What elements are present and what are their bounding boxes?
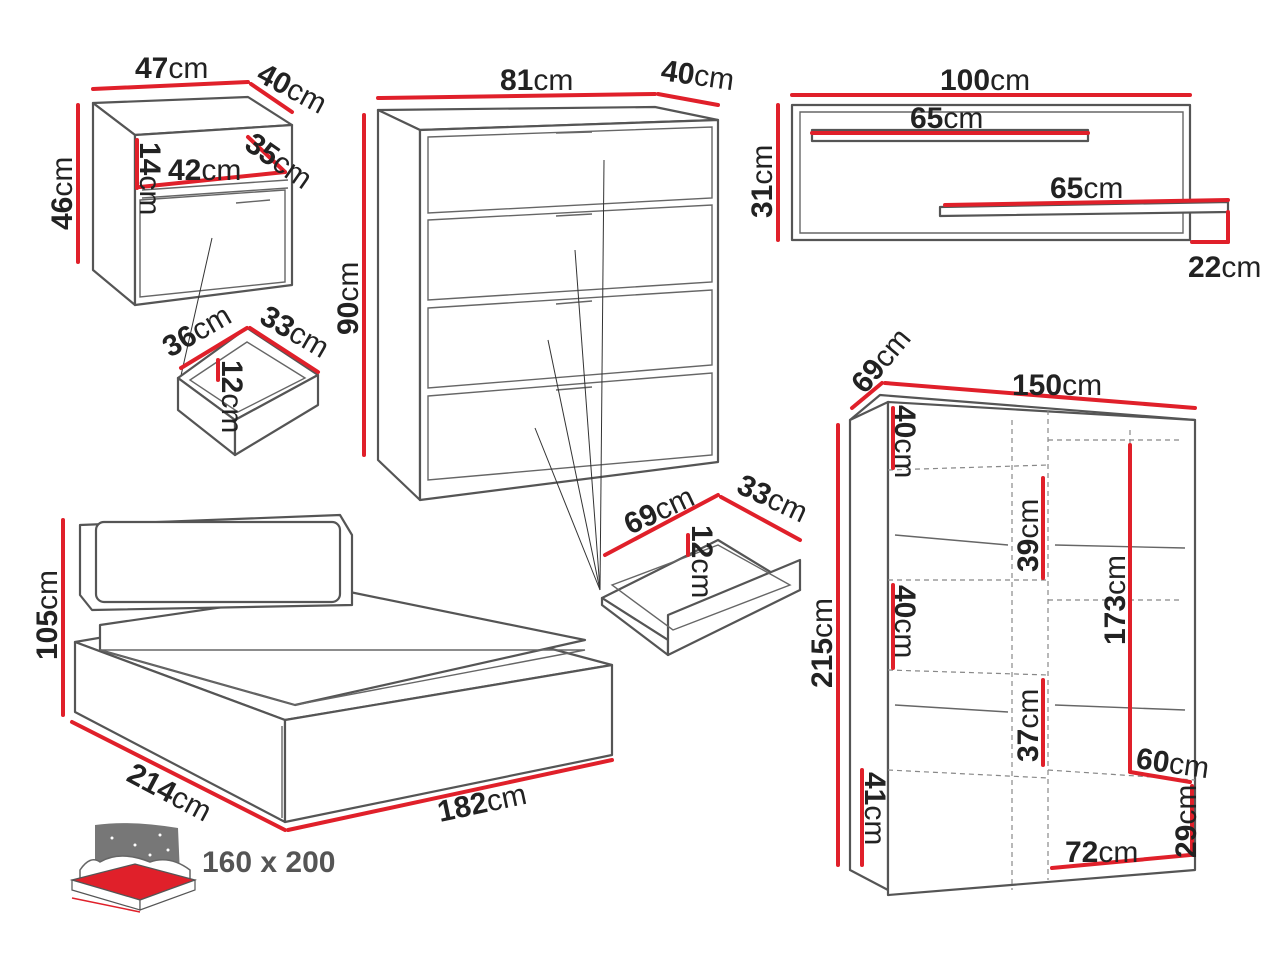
chest-of-drawers	[376, 105, 720, 591]
wardrobe-left-bottom-label: 41cm	[858, 772, 891, 845]
wardrobe-width-label: 150cm	[1012, 369, 1102, 402]
shelf-height-label: 31cm	[746, 145, 779, 218]
bed-width-label: 182cm	[435, 778, 530, 829]
chest-height-label: 90cm	[332, 262, 365, 335]
shelf-upper-label: 65cm	[910, 102, 983, 135]
wall-shelf	[790, 103, 1230, 242]
wardrobe-dimensions	[836, 381, 1197, 870]
chest-depth-label: 40cm	[659, 54, 736, 97]
chest-drawer-height-label: 12cm	[685, 525, 718, 598]
chest-width-label: 81cm	[500, 64, 573, 97]
shelf-width-label: 100cm	[940, 64, 1030, 97]
wardrobe-left-top-label: 40cm	[888, 405, 921, 478]
wardrobe-left-mid-label: 40cm	[888, 585, 921, 658]
nightstand-drawer-height-label: 12cm	[215, 360, 248, 433]
wardrobe-height-label: 215cm	[806, 598, 839, 688]
wardrobe-center-top-label: 39cm	[1012, 499, 1045, 572]
shelf-lower-label: 65cm	[1050, 172, 1123, 205]
wardrobe-right-bottom-label: 29cm	[1170, 785, 1203, 858]
chest-dimensions	[362, 92, 720, 457]
wardrobe	[848, 393, 1197, 897]
bed	[73, 513, 614, 824]
shelf-depth-label: 22cm	[1188, 251, 1261, 284]
nightstand-drawer	[176, 326, 320, 457]
nightstand-inner-height-label: 14cm	[133, 142, 166, 215]
nightstand-inner-width-label: 42cm	[168, 154, 241, 187]
wardrobe-right-lower-width-label: 72cm	[1065, 836, 1138, 869]
bed-height-label: 105cm	[31, 570, 64, 660]
dimension-labels: 47cm 40cm 46cm 42cm 35cm 14cm 36cm 33cm …	[31, 52, 1261, 879]
mattress-size-label: 160 x 200	[202, 846, 335, 879]
mattress-icon	[69, 823, 197, 913]
wardrobe-right-hanging-label: 173cm	[1099, 555, 1132, 645]
nightstand-width-label: 47cm	[135, 52, 208, 85]
chest-drawer-depth-label: 33cm	[732, 468, 812, 529]
nightstand-dimensions	[76, 80, 294, 264]
wardrobe-center-bottom-label: 37cm	[1012, 689, 1045, 762]
wardrobe-right-upper-width-label: 60cm	[1134, 742, 1211, 785]
nightstand-height-label: 46cm	[46, 157, 79, 230]
wardrobe-depth-label: 69cm	[845, 322, 917, 399]
shelf-dimensions	[776, 93, 1230, 244]
nightstand	[91, 95, 294, 381]
chest-drawer	[600, 493, 802, 657]
bed-dimensions	[61, 518, 614, 832]
